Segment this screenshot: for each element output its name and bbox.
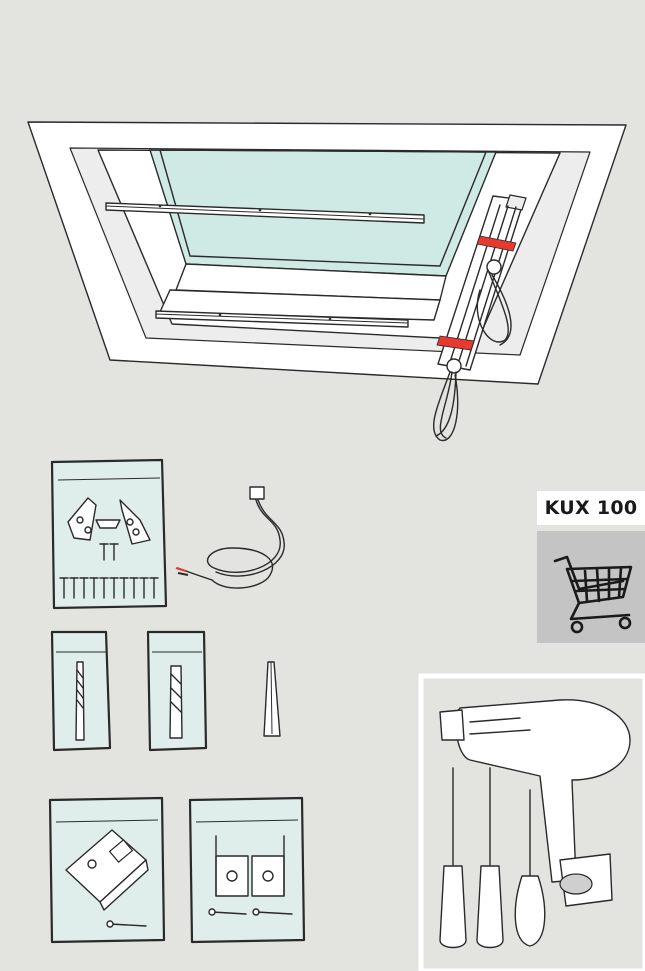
product-code-text: KUX 100 (545, 497, 638, 519)
mounting-bracket-bag (50, 798, 164, 942)
bracket-screw-bag (52, 460, 166, 608)
drill-bit-bag-2 (148, 632, 206, 750)
cordless-drill-icon (440, 700, 630, 906)
shopping-cart-button[interactable] (537, 531, 645, 643)
clip-screw-bag (190, 798, 304, 942)
required-tools-panel (421, 676, 645, 971)
drill-bit-bag-1 (52, 632, 110, 750)
product-code-label: KUX 100 (537, 491, 645, 525)
cable-clip (264, 662, 280, 736)
phillips-screwdriver-icon (440, 768, 466, 948)
shopping-cart-icon (537, 531, 645, 643)
awl-icon (515, 790, 544, 946)
power-cable (176, 487, 284, 588)
flathead-screwdriver-icon (477, 768, 503, 948)
roof-window (28, 122, 626, 440)
